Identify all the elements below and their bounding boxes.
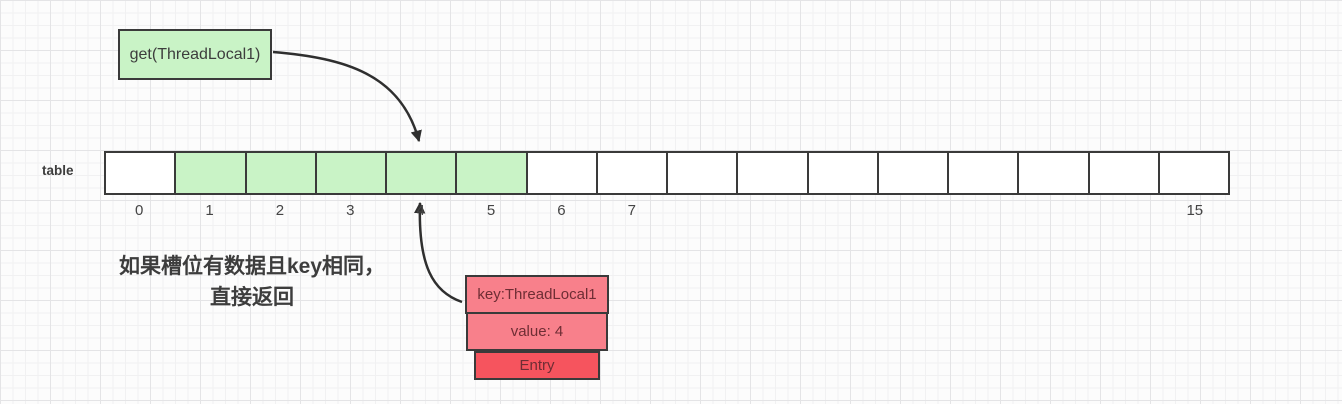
table-index-label-4: 4 bbox=[416, 202, 425, 219]
arrow-get-to-slot4 bbox=[272, 50, 422, 143]
table-index-label-6: 6 bbox=[557, 202, 566, 219]
entry-title-box: Entry bbox=[474, 351, 600, 380]
table-cell-8 bbox=[668, 153, 739, 193]
entry-value-box: value: 4 bbox=[466, 312, 608, 351]
table-cell-15 bbox=[1159, 153, 1228, 193]
table-index-label-13 bbox=[1019, 201, 1089, 221]
table-index-label-12 bbox=[949, 201, 1019, 221]
get-threadlocal-label: get(ThreadLocal1) bbox=[129, 45, 261, 63]
table-cell-4 bbox=[387, 153, 458, 193]
table-index-label-2: 2 bbox=[275, 202, 285, 219]
table-index-label-7: 7 bbox=[627, 202, 636, 219]
annotation-line2: 直接返回 bbox=[210, 286, 294, 309]
table-index-label-8 bbox=[667, 201, 737, 221]
table-index-label-1: 1 bbox=[205, 202, 214, 219]
hash-table-labels: 0 1 2 3 4 5 6 7 15 bbox=[104, 201, 1230, 221]
table-index-label-10 bbox=[808, 201, 878, 221]
table-index-label-14 bbox=[1089, 201, 1159, 221]
table-cell-5 bbox=[457, 153, 528, 193]
table-index-label-3: 3 bbox=[346, 202, 355, 219]
table-cell-6 bbox=[527, 153, 598, 193]
entry-key-box: key:ThreadLocal1 bbox=[465, 275, 609, 314]
entry-key-label: key:ThreadLocal1 bbox=[477, 286, 597, 303]
table-cell-9 bbox=[738, 153, 809, 193]
table-cell-12 bbox=[949, 153, 1020, 193]
table-cell-7 bbox=[597, 153, 668, 193]
entry-value-label: value: 4 bbox=[510, 323, 564, 340]
table-cell-3 bbox=[316, 153, 387, 193]
hash-table-row bbox=[104, 151, 1230, 195]
table-index-label-15: 15 bbox=[1186, 202, 1204, 219]
annotation-note: 如果槽位有数据且key相同， 直接返回 bbox=[118, 251, 386, 313]
table-cell-14 bbox=[1089, 153, 1160, 193]
table-index-label-0: 0 bbox=[135, 202, 144, 219]
get-threadlocal-box: get(ThreadLocal1) bbox=[118, 29, 272, 80]
table-cell-2 bbox=[246, 153, 317, 193]
annotation-line1: 如果槽位有数据且key相同， bbox=[118, 255, 386, 278]
table-index-label-11 bbox=[878, 201, 948, 221]
table-label: table bbox=[42, 163, 74, 178]
table-cell-11 bbox=[878, 153, 949, 193]
table-cell-10 bbox=[808, 153, 879, 193]
entry-title-label: Entry bbox=[519, 357, 555, 374]
table-cell-0 bbox=[106, 153, 177, 193]
table-cell-13 bbox=[1019, 153, 1090, 193]
table-cell-1 bbox=[176, 153, 247, 193]
table-index-label-9 bbox=[737, 201, 807, 221]
table-index-label-5: 5 bbox=[486, 202, 496, 219]
